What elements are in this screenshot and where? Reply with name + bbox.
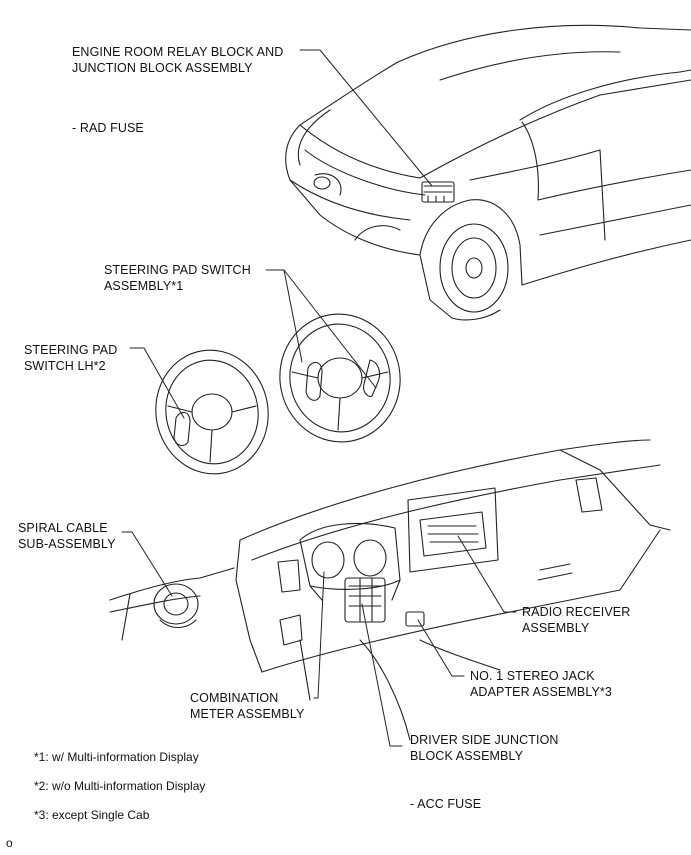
label-driver-side-junction-block: DRIVER SIDE JUNCTION BLOCK ASSEMBLY <box>410 732 559 764</box>
footnote-1: *1: w/ Multi-information Display <box>34 750 199 764</box>
label-stereo-jack-adapter: NO. 1 STEREO JACK ADAPTER ASSEMBLY*3 <box>470 668 612 700</box>
label-combination-meter: COMBINATION METER ASSEMBLY <box>190 690 304 722</box>
label-spiral-cable: SPIRAL CABLE SUB-ASSEMBLY <box>18 520 116 552</box>
label-line: ENGINE ROOM RELAY BLOCK AND <box>72 45 284 59</box>
label-line: COMBINATION <box>190 691 279 705</box>
label-acc-fuse: - ACC FUSE <box>410 797 482 811</box>
label-steering-pad-switch-lh: STEERING PAD SWITCH LH*2 <box>24 342 117 374</box>
label-line: JUNCTION BLOCK ASSEMBLY <box>72 61 253 75</box>
label-line: DRIVER SIDE JUNCTION <box>410 733 559 747</box>
label-line: ASSEMBLY <box>522 621 590 635</box>
footnote-2: *2: w/o Multi-information Display <box>34 779 206 793</box>
label-radio-receiver: RADIO RECEIVER ASSEMBLY <box>522 604 630 636</box>
steering-wheel-multi-info <box>279 313 401 443</box>
label-line: ASSEMBLY*1 <box>104 279 184 293</box>
label-line: ADAPTER ASSEMBLY*3 <box>470 685 612 699</box>
spiral-cable-drawing <box>109 567 235 641</box>
figure-code: o <box>6 836 13 850</box>
dashboard-drawing <box>235 439 671 741</box>
label-rad-fuse: - RAD FUSE <box>72 121 144 135</box>
steering-wheel-lh-switch <box>155 349 269 475</box>
label-line: SUB-ASSEMBLY <box>18 537 116 551</box>
label-line: SPIRAL CABLE <box>18 521 108 535</box>
label-line: STEERING PAD SWITCH <box>104 263 251 277</box>
vehicle-drawing <box>285 24 691 321</box>
label-line: RADIO RECEIVER <box>522 605 631 619</box>
leader-lines <box>121 49 517 747</box>
label-steering-pad-switch-assembly: STEERING PAD SWITCH ASSEMBLY*1 <box>104 262 251 294</box>
label-line: BLOCK ASSEMBLY <box>410 749 524 763</box>
label-line: SWITCH LH*2 <box>24 359 106 373</box>
label-line: NO. 1 STEREO JACK <box>470 669 595 683</box>
label-line: METER ASSEMBLY <box>190 707 305 721</box>
label-engine-room-relay-block: ENGINE ROOM RELAY BLOCK AND JUNCTION BLO… <box>72 44 283 76</box>
label-line: STEERING PAD <box>24 343 118 357</box>
footnote-3: *3: except Single Cab <box>34 808 150 822</box>
